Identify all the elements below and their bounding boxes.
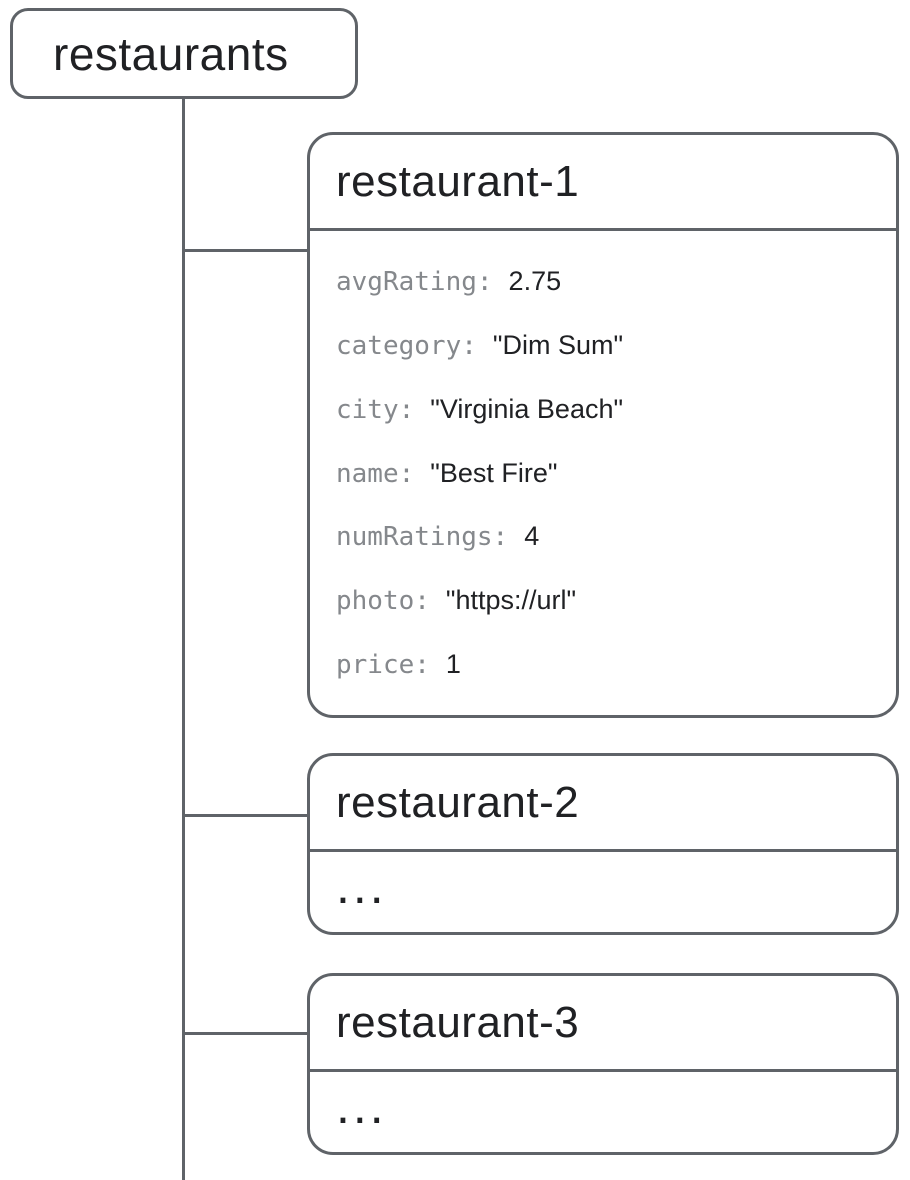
field-row-city: city: "Virginia Beach" — [336, 394, 870, 425]
tree-trunk-line — [182, 99, 185, 1180]
collection-label: restaurants — [53, 27, 289, 80]
document-header: restaurant-2 — [310, 756, 896, 852]
field-row-price: price: 1 — [336, 649, 870, 680]
field-value: "https://url" — [445, 585, 577, 616]
field-value: 4 — [524, 521, 540, 552]
field-key: price: — [336, 650, 430, 681]
document-fields-collapsed: ... — [310, 1072, 896, 1152]
field-key: category: — [336, 330, 477, 361]
field-row-name: name: "Best Fire" — [336, 458, 870, 489]
document-header: restaurant-1 — [310, 135, 896, 231]
branch-line-restaurant-2 — [183, 814, 308, 817]
field-row-photo: photo: "https://url" — [336, 585, 870, 616]
document-fields: avgRating: 2.75 category: "Dim Sum" city… — [310, 231, 896, 715]
field-key: photo: — [336, 586, 430, 617]
field-key: avgRating: — [336, 266, 493, 297]
field-value: 1 — [445, 649, 461, 680]
field-value: "Virginia Beach" — [430, 393, 624, 424]
field-key: name: — [336, 458, 415, 489]
document-fields-collapsed: ... — [310, 852, 896, 932]
document-title: restaurant-1 — [336, 156, 580, 206]
field-row-category: category: "Dim Sum" — [336, 330, 870, 361]
document-card-restaurant-3: restaurant-3 ... — [307, 973, 899, 1155]
document-card-restaurant-1: restaurant-1 avgRating: 2.75 category: "… — [307, 132, 899, 718]
field-row-numRatings: numRatings: 4 — [336, 521, 870, 552]
collection-node-restaurants: restaurants — [10, 8, 358, 99]
document-header: restaurant-3 — [310, 976, 896, 1072]
field-value: 2.75 — [508, 265, 562, 296]
document-title: restaurant-2 — [336, 777, 580, 827]
ellipsis-label: ... — [336, 1077, 387, 1134]
field-row-avgRating: avgRating: 2.75 — [336, 266, 870, 297]
field-key: city: — [336, 394, 415, 425]
branch-line-restaurant-1 — [183, 249, 308, 252]
ellipsis-label: ... — [336, 857, 387, 914]
document-title: restaurant-3 — [336, 997, 580, 1047]
branch-line-restaurant-3 — [183, 1032, 308, 1035]
document-card-restaurant-2: restaurant-2 ... — [307, 753, 899, 935]
field-key: numRatings: — [336, 522, 509, 553]
field-value: "Dim Sum" — [492, 329, 624, 360]
field-value: "Best Fire" — [430, 457, 558, 488]
